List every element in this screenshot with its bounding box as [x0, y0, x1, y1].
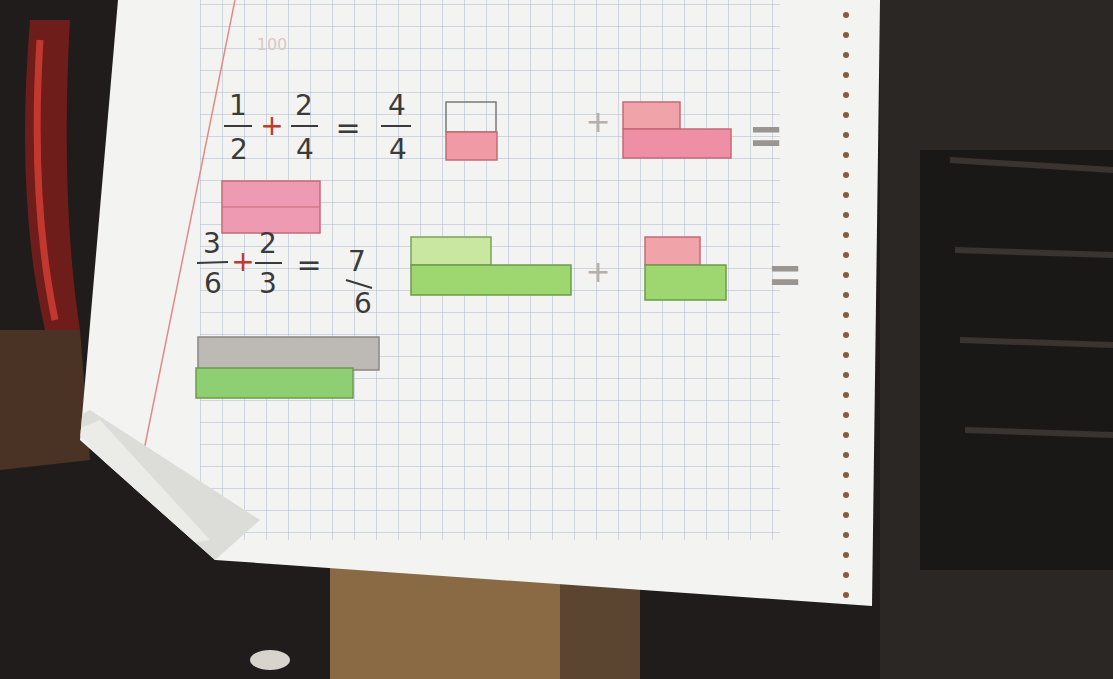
denominator: 6	[204, 270, 222, 298]
equals-sign: =	[767, 241, 802, 308]
faint-note: 100	[257, 37, 288, 53]
plus-sign: +	[260, 112, 283, 140]
denominator: 4	[389, 136, 407, 164]
denominator: 3	[259, 270, 277, 298]
denominator: 4	[296, 136, 314, 164]
plus-sign: +	[585, 107, 610, 137]
numerator: 2	[259, 230, 277, 258]
plus-sign: +	[585, 257, 610, 287]
denominator: 2	[230, 136, 248, 164]
numerator: 7	[348, 248, 366, 276]
numerator: 2	[295, 92, 313, 120]
equals-sign: =	[335, 113, 360, 143]
equals-sign: =	[296, 250, 321, 280]
numerator: 4	[388, 92, 406, 120]
denominator: 6	[354, 290, 372, 318]
numerator: 1	[229, 92, 247, 120]
equals-sign: =	[748, 102, 783, 169]
numerator: 3	[203, 230, 221, 258]
plus-sign: +	[231, 248, 254, 276]
